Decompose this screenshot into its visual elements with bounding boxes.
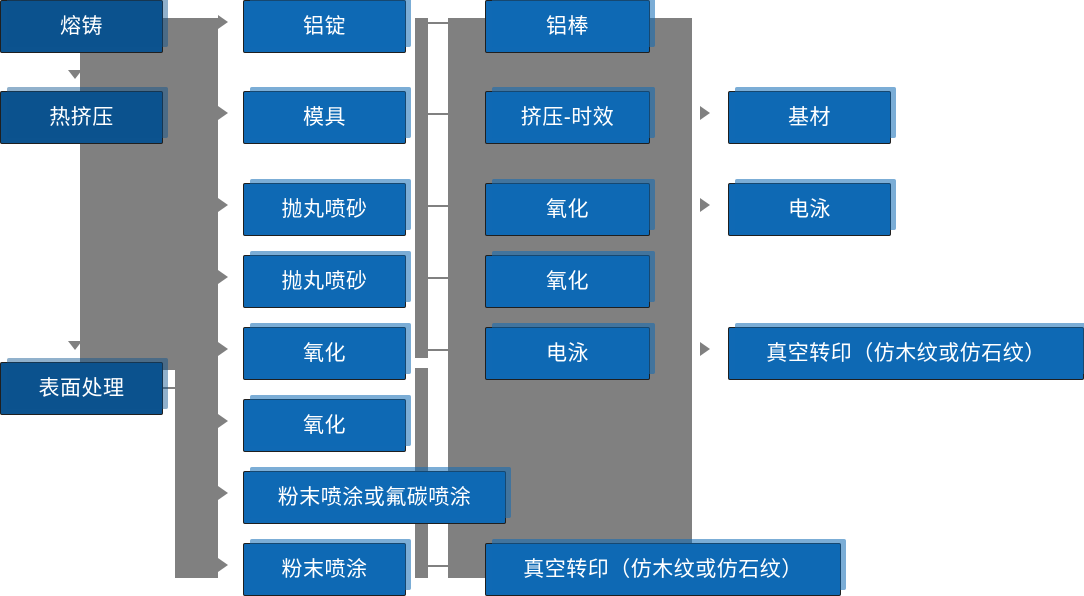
connector-tick-row8 (427, 565, 451, 567)
node-shot-blast-1[interactable]: 抛丸喷砂 (243, 179, 411, 236)
node-oxidation-1-label: 氧化 (303, 341, 346, 365)
node-oxidation-1[interactable]: 氧化 (243, 323, 411, 380)
node-electrophoresis-1[interactable]: 电泳 (485, 323, 655, 380)
node-powder-spray-label: 粉末喷涂 (281, 557, 368, 581)
arrow-to-powder-or-pvdf-spray (218, 486, 228, 500)
connector-tick-row3 (427, 205, 451, 207)
connector-band-mid-thin (415, 18, 428, 358)
arrow-down-to-surface-treat (68, 341, 82, 350)
node-powder-or-pvdf-spray-label: 粉末喷涂或氟碳喷涂 (277, 485, 472, 509)
connector-tick-row4 (427, 277, 451, 279)
node-electrophoresis-2[interactable]: 电泳 (728, 179, 896, 236)
stage-surface-treatment[interactable]: 表面处理 (0, 358, 168, 415)
connector-tick-row2 (427, 113, 451, 115)
node-oxidation-3-label: 氧化 (546, 197, 589, 221)
node-vacuum-transfer-print-1-label: 真空转印（仿木纹或仿石纹） (523, 557, 803, 581)
node-electrophoresis-1-label: 电泳 (546, 341, 589, 365)
arrow-to-vacuum-transfer-print-2 (700, 342, 710, 356)
connector-band-left (80, 18, 218, 370)
node-base-material[interactable]: 基材 (728, 87, 896, 144)
node-vacuum-transfer-print-1[interactable]: 真空转印（仿木纹或仿石纹） (485, 539, 846, 596)
arrow-to-aluminum-ingot (218, 15, 228, 29)
node-oxidation-2[interactable]: 氧化 (243, 395, 411, 452)
node-extrusion-aging[interactable]: 挤压-时效 (485, 87, 655, 144)
stage-surface-treatment-label: 表面处理 (38, 376, 125, 400)
connector-tick-row5 (427, 349, 451, 351)
node-powder-spray[interactable]: 粉末喷涂 (243, 539, 411, 596)
node-aluminum-bar[interactable]: 铝棒 (485, 0, 655, 53)
node-mold-label: 模具 (303, 105, 346, 129)
arrow-to-oxidation-1 (218, 342, 228, 356)
arrow-to-oxidation-2 (218, 414, 228, 428)
node-shot-blast-2[interactable]: 抛丸喷砂 (243, 251, 411, 308)
arrow-down-to-hot-extrusion (68, 70, 82, 79)
node-shot-blast-1-label: 抛丸喷砂 (281, 197, 368, 221)
node-powder-or-pvdf-spray[interactable]: 粉末喷涂或氟碳喷涂 (243, 467, 511, 524)
node-aluminum-ingot-label: 铝锭 (303, 14, 346, 38)
stage-hot-extrusion[interactable]: 热挤压 (0, 87, 168, 144)
arrow-to-electrophoresis-2 (700, 198, 710, 212)
node-aluminum-bar-label: 铝棒 (546, 14, 589, 38)
stage-melt-cast-label: 熔铸 (60, 14, 103, 38)
node-oxidation-4-label: 氧化 (546, 269, 589, 293)
arrow-to-base-material (700, 106, 710, 120)
stage-hot-extrusion-label: 热挤压 (49, 105, 114, 129)
node-oxidation-4[interactable]: 氧化 (485, 251, 655, 308)
node-base-material-label: 基材 (788, 105, 831, 129)
connector-stub-surface-treat (163, 387, 185, 389)
node-oxidation-2-label: 氧化 (303, 413, 346, 437)
node-mold[interactable]: 模具 (243, 87, 411, 144)
arrow-to-mold (218, 106, 228, 120)
arrow-to-shot-blast-2 (218, 270, 228, 284)
stage-melt-cast[interactable]: 熔铸 (0, 0, 168, 53)
node-vacuum-transfer-print-2[interactable]: 真空转印（仿木纹或仿石纹） (728, 323, 1084, 380)
arrow-to-shot-blast-1 (218, 198, 228, 212)
connector-band-left-lower (175, 370, 218, 578)
connector-tick-row1 (427, 22, 451, 24)
node-extrusion-aging-label: 挤压-时效 (520, 105, 615, 129)
arrow-to-powder-spray (218, 558, 228, 572)
node-shot-blast-2-label: 抛丸喷砂 (281, 269, 368, 293)
node-vacuum-transfer-print-2-label: 真空转印（仿木纹或仿石纹） (766, 341, 1046, 365)
node-oxidation-3[interactable]: 氧化 (485, 179, 655, 236)
node-electrophoresis-2-label: 电泳 (788, 197, 831, 221)
node-aluminum-ingot[interactable]: 铝锭 (243, 0, 411, 53)
